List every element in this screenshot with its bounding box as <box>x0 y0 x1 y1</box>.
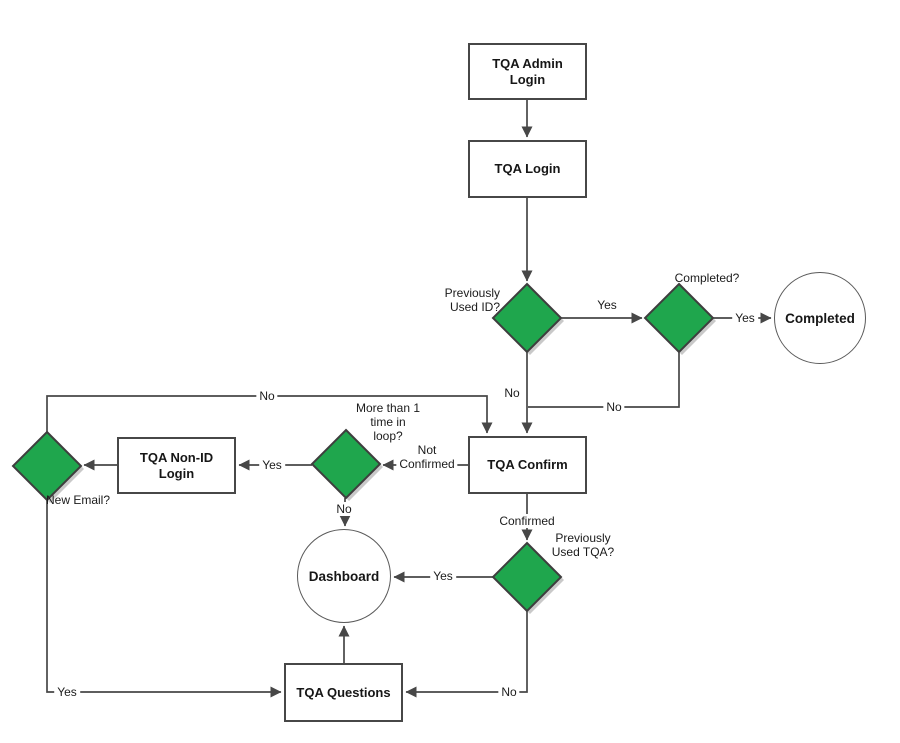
edge-label-completed-no: No <box>603 400 625 414</box>
terminator-completed: Completed <box>774 272 866 364</box>
diamond-shape <box>310 428 383 501</box>
decision-new-email <box>7 426 87 511</box>
edge-label-not-confirmed: Not Confirmed <box>396 443 458 471</box>
label-line: Previously <box>444 286 500 300</box>
edge-newemail-yes-to-questions <box>46 500 282 698</box>
process-label: Login <box>158 465 195 481</box>
process-label: TQA Confirm <box>487 457 568 472</box>
edge-label-used-tqa-no: No <box>498 685 520 699</box>
diamond-shape <box>491 541 564 614</box>
edge-label-used-id-no: No <box>504 386 520 400</box>
process-label: TQA Non-ID <box>139 449 214 465</box>
edge-label-loop-yes: Yes <box>259 458 285 472</box>
process-label: TQA Admin <box>492 55 563 71</box>
edge-label-confirmed: Confirmed <box>496 514 558 528</box>
terminator-label: Dashboard <box>308 568 380 584</box>
label-line: Used ID? <box>449 300 500 314</box>
edge-label-completed-yes: Yes <box>732 311 758 325</box>
edge-label-used-tqa-yes: Yes <box>430 569 456 583</box>
edge-label-new-email-yes: Yes <box>54 685 80 699</box>
terminator-label: Completed <box>785 310 855 326</box>
diamond-shape <box>643 282 716 355</box>
process-label: TQA Questions <box>296 684 391 700</box>
process-tqa-login: TQA Login <box>468 140 587 198</box>
process-tqa-non-id-login: TQA Non-ID Login <box>117 437 236 494</box>
process-tqa-questions: TQA Questions <box>284 663 403 722</box>
edge-label-used-id-yes: Yes <box>597 298 617 312</box>
label-line: Not <box>417 443 437 457</box>
diamond-shape <box>491 282 564 355</box>
decision-label-previously-used-tqa: Previously Used TQA? <box>543 531 623 559</box>
decision-label-new-email: New Email? <box>46 493 110 507</box>
process-label: Login <box>509 71 546 87</box>
process-tqa-admin-login: TQA Admin Login <box>468 43 587 100</box>
decision-label-completed: Completed? <box>667 271 747 285</box>
process-tqa-confirm: TQA Confirm <box>468 436 587 494</box>
decision-previously-used-id <box>487 278 567 363</box>
decision-label-more-than-1: More than 1 time in loop? <box>348 401 428 443</box>
process-label: TQA Login <box>494 161 561 176</box>
decision-completed <box>639 278 719 363</box>
edge-label-new-email-no: No <box>256 389 278 403</box>
label-line: time in <box>370 415 406 429</box>
label-line: More than 1 <box>355 401 421 415</box>
diamond-shape <box>11 430 84 503</box>
label-line: Completed? <box>674 271 740 285</box>
decision-previously-used-tqa <box>487 537 567 622</box>
edge-usedtqa-no-to-questions <box>405 611 528 698</box>
label-line: Confirmed <box>399 457 455 471</box>
label-line: loop? <box>373 429 403 443</box>
label-line: New Email? <box>46 493 111 507</box>
label-line: Previously <box>555 531 611 545</box>
decision-more-than-1-time-in-loop <box>306 424 386 509</box>
label-line: Used TQA? <box>551 545 615 559</box>
decision-label-previously-used-id: Previously Used ID? <box>430 286 500 314</box>
terminator-dashboard: Dashboard <box>297 529 391 623</box>
edge-completedq-no-merge <box>528 352 680 408</box>
edge-label-loop-no: No <box>333 502 355 516</box>
